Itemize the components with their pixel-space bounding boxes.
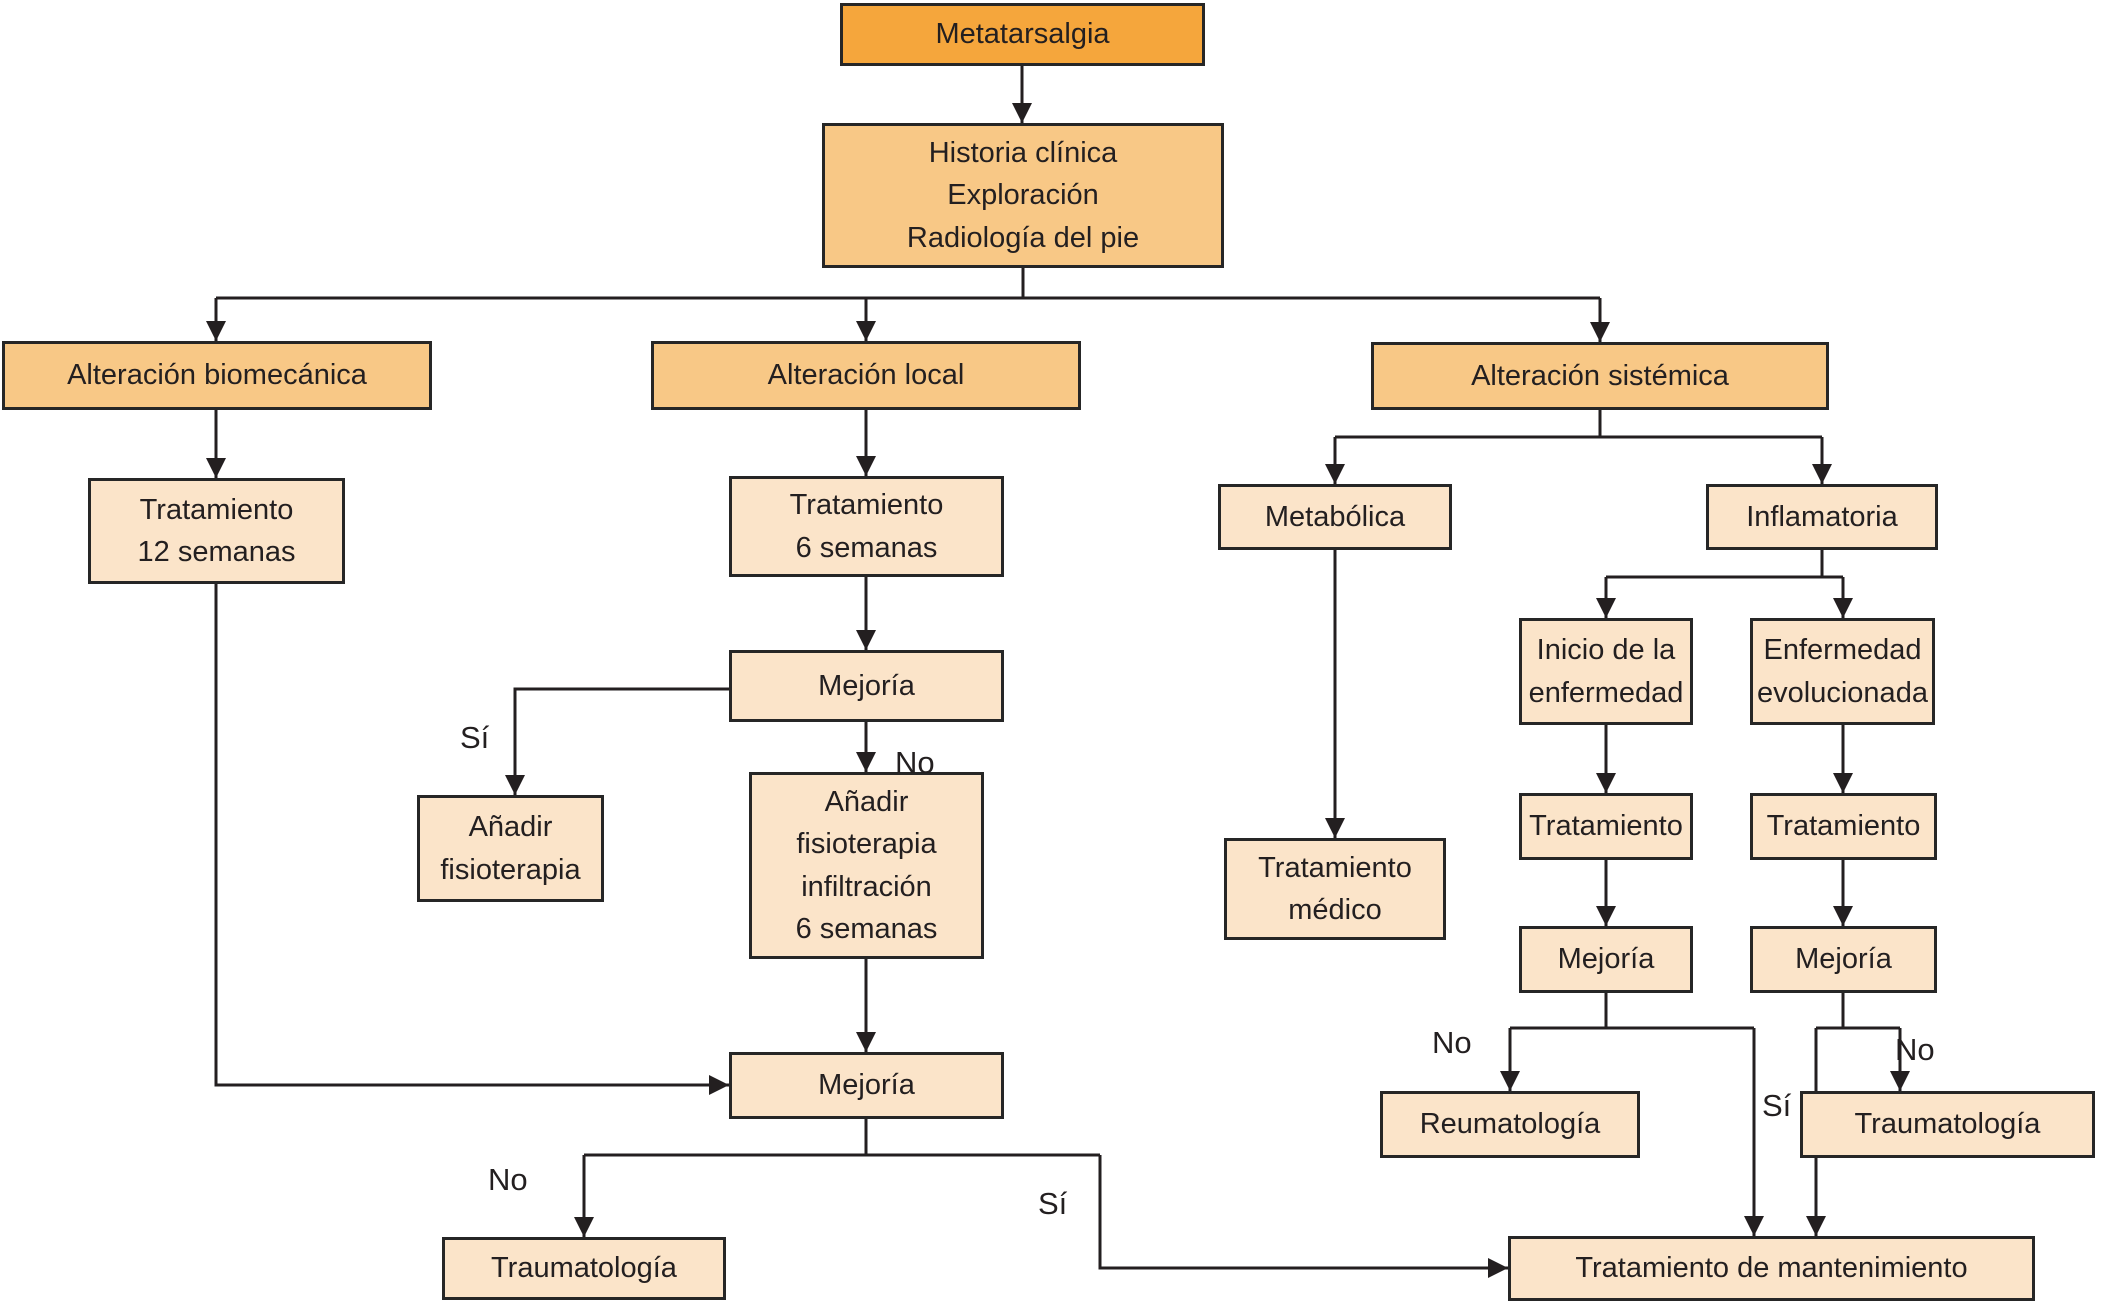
edge-label-no-reumatologia: No — [1432, 1025, 1472, 1060]
edge-distribution-rail — [216, 268, 1600, 300]
node-line: enfermedad — [1528, 676, 1684, 709]
edge-mejoria-si-fisioterapia — [505, 687, 729, 795]
edge-mejoria-evolucionada-split — [1816, 993, 1900, 1030]
edge-inflamatoria-split — [1606, 550, 1843, 579]
edge-label-si-fisioterapia: Sí — [460, 720, 490, 755]
edge-mejoria-inicio-split — [1510, 993, 1754, 1030]
edge-label-no-infiltracion: No — [895, 745, 935, 780]
node-metatarsalgia: Metatarsalgia — [840, 3, 1205, 66]
node-tratamiento-12-semanas: Tratamiento 12 semanas — [88, 478, 345, 584]
node-line: Tratamiento — [139, 493, 294, 526]
node-line: 12 semanas — [137, 536, 296, 568]
edge-mejoria-final-split — [584, 1119, 1100, 1157]
node-line: Tratamiento — [1258, 851, 1412, 884]
node-label: Reumatología — [1419, 1108, 1601, 1141]
node-mejoria-evolucionada: Mejoría — [1750, 926, 1937, 993]
node-tratamiento-medico: Tratamiento médico — [1224, 838, 1446, 940]
node-label: Metatarsalgia — [935, 18, 1110, 51]
node-mejoria-inicio: Mejoría — [1519, 926, 1693, 993]
node-tratamiento-6-semanas: Tratamiento 6 semanas — [729, 476, 1004, 577]
node-label: Alteración sistémica — [1471, 359, 1729, 392]
node-label: Mejoría — [1557, 943, 1655, 976]
node-anadir-fisioterapia: Añadir fisioterapia — [417, 795, 604, 902]
node-label: Mejoría — [818, 1069, 915, 1102]
node-alteracion-local: Alteración local — [651, 341, 1081, 410]
node-line: Exploración — [947, 179, 1099, 212]
edge-si-mantenimiento-inferior — [1098, 1155, 1508, 1278]
node-line: Radiología del pie — [906, 221, 1140, 254]
node-traumatologia-inferior: Traumatología — [442, 1237, 726, 1300]
node-line: Añadir — [824, 786, 909, 819]
node-reumatologia: Reumatología — [1380, 1091, 1640, 1158]
node-label: Alteración biomecánica — [67, 359, 367, 392]
edge-sistemica-split — [1335, 410, 1822, 439]
node-alteracion-biomecanica: Alteración biomecánica — [2, 341, 432, 410]
node-tratamiento-inicio: Tratamiento — [1519, 793, 1693, 860]
node-line: Enfermedad — [1763, 634, 1922, 667]
node-historia-clinica: Historia clínica Exploración Radiología … — [822, 123, 1224, 268]
edge-label-si-mantenimiento-inferior: Sí — [1038, 1186, 1068, 1221]
node-label: Mejoría — [818, 669, 915, 702]
node-line: fisioterapia — [440, 853, 581, 886]
node-label: Mejoría — [1795, 943, 1892, 976]
node-label: Traumatología — [491, 1252, 677, 1285]
node-traumatologia-derecha: Traumatología — [1800, 1091, 2095, 1158]
node-metabolica: Metabólica — [1218, 484, 1452, 550]
node-line: 6 semanas — [795, 912, 938, 945]
edge-trat12-mejoria-final — [214, 584, 729, 1095]
node-line: infiltración — [801, 870, 932, 903]
node-line: evolucionada — [1757, 676, 1928, 709]
node-line: Añadir — [468, 811, 553, 844]
node-label: Inflamatoria — [1746, 500, 1898, 533]
node-line: Inicio de la — [1536, 634, 1676, 667]
node-enfermedad-evolucionada: Enfermedad evolucionada — [1750, 618, 1935, 725]
node-line: 6 semanas — [795, 531, 938, 564]
node-line: médico — [1288, 894, 1382, 926]
node-label: Traumatología — [1854, 1108, 2041, 1141]
node-label: Alteración local — [767, 359, 965, 392]
edge-label-si-mantenimiento-derecha: Sí — [1762, 1088, 1792, 1123]
node-tratamiento-evolucionada: Tratamiento — [1750, 793, 1937, 860]
node-label: Tratamiento de mantenimiento — [1575, 1252, 1968, 1285]
node-inflamatoria: Inflamatoria — [1706, 484, 1938, 550]
node-label: Metabólica — [1264, 500, 1406, 533]
node-line: fisioterapia — [796, 828, 937, 861]
node-mejoria-local: Mejoría — [729, 650, 1004, 722]
node-inicio-enfermedad: Inicio de la enfermedad — [1519, 618, 1693, 725]
node-label: Tratamiento — [1529, 810, 1683, 843]
node-label: Tratamiento — [1766, 810, 1921, 843]
node-tratamiento-mantenimiento: Tratamiento de mantenimiento — [1508, 1236, 2035, 1301]
node-alteracion-sistemica: Alteración sistémica — [1371, 342, 1829, 410]
edge-label-no-traumatologia-derecha: No — [1895, 1032, 1935, 1067]
node-mejoria-final: Mejoría — [729, 1052, 1004, 1119]
node-line: Historia clínica — [928, 137, 1118, 170]
edge-label-no-traumatologia-inferior: No — [488, 1162, 528, 1197]
node-line: Tratamiento — [789, 489, 944, 522]
node-anadir-fisioterapia-infiltracion: Añadir fisioterapia infiltración 6 seman… — [749, 772, 984, 959]
